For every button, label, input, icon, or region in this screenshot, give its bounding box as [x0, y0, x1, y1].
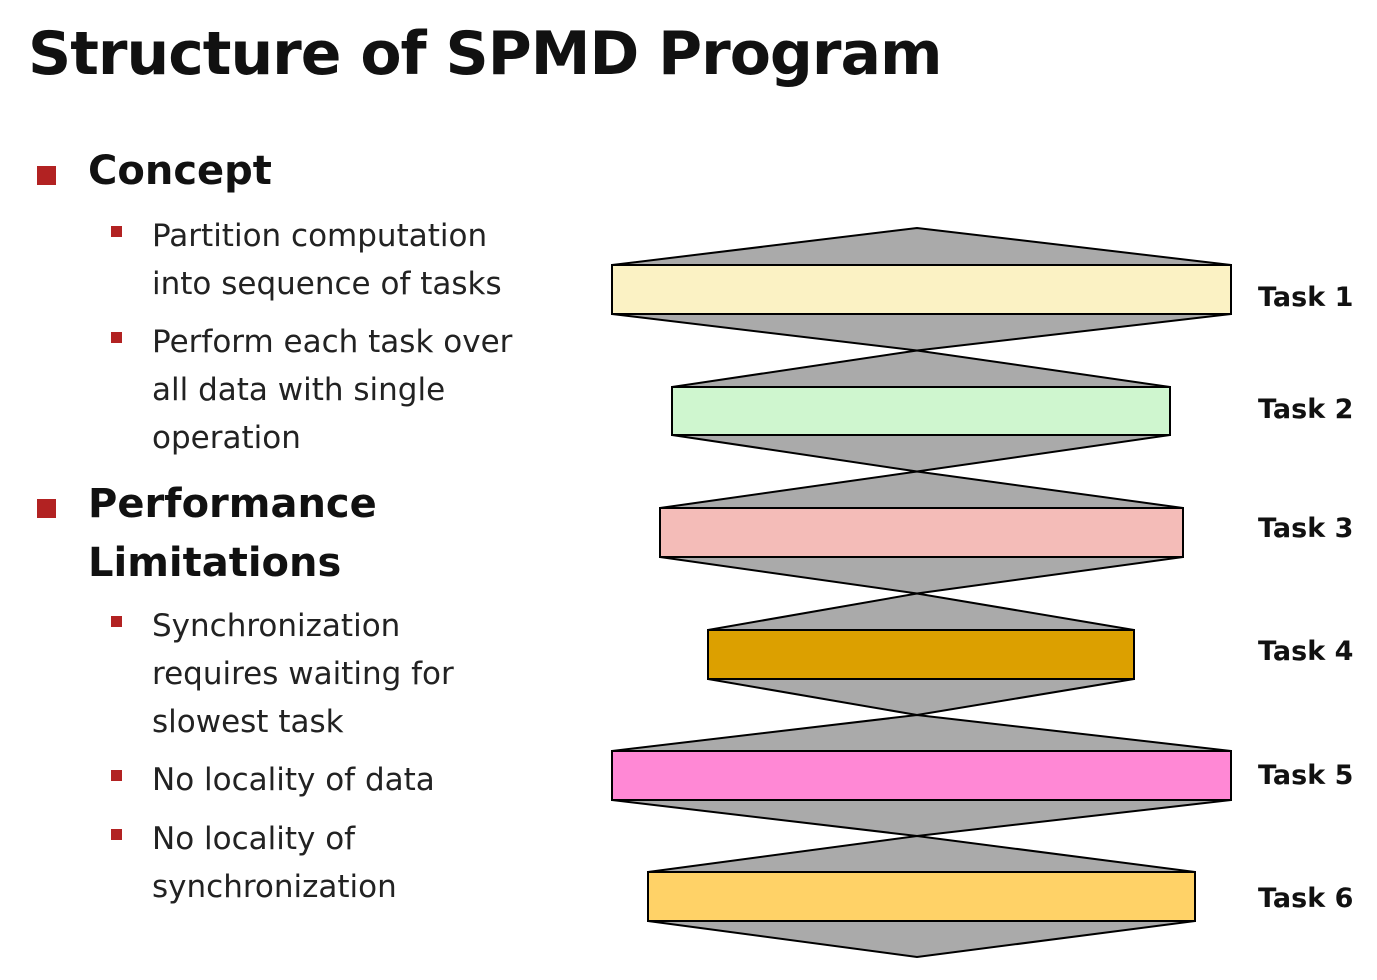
bullet-square-icon	[37, 166, 56, 185]
bullet-square-icon	[111, 226, 122, 237]
task-labels: Task 1 Task 2 Task 3 Task 4 Task 5 Task 6	[1258, 282, 1353, 914]
heading-performance-limitations: Performance Limitations	[88, 481, 377, 586]
task-bar-2	[671, 386, 1171, 436]
fork-connector-3	[659, 470, 1184, 509]
task-label-4: Task 4	[1258, 636, 1353, 667]
bullet-square-icon	[111, 332, 122, 343]
sync-connectors	[611, 226, 1232, 959]
bullet-square-icon	[111, 616, 122, 627]
concept-point-2: Perform each task over all data with sin…	[152, 324, 513, 456]
fork-connector-4	[707, 592, 1135, 631]
task-label-1: Task 1	[1258, 282, 1353, 313]
task-bar-5	[611, 750, 1232, 801]
task-bar-3	[659, 507, 1184, 558]
task-bars	[611, 264, 1232, 922]
join-connector-2	[671, 434, 1171, 473]
join-connector-4	[707, 678, 1135, 717]
join-connector-5	[611, 799, 1232, 838]
fork-connector-6	[647, 834, 1196, 873]
task-label-3: Task 3	[1258, 513, 1353, 544]
bullet-square-icon	[111, 829, 122, 840]
task-bar-4	[707, 629, 1135, 680]
task-label-2: Task 2	[1258, 394, 1353, 425]
fork-connector-top	[611, 226, 1232, 266]
performance-point-3: No locality of synchronization	[152, 821, 397, 905]
task-bar-1	[611, 264, 1232, 315]
task-bar-6	[647, 871, 1196, 922]
page-title: Structure of SPMD Program	[28, 19, 942, 89]
heading-concept: Concept	[88, 148, 272, 194]
task-label-5: Task 5	[1258, 760, 1353, 791]
fork-connector-5	[611, 713, 1232, 752]
join-connector-3	[659, 556, 1184, 595]
bullet-square-icon	[111, 770, 122, 781]
fork-connector-2	[671, 349, 1171, 388]
performance-point-2: No locality of data	[152, 762, 435, 798]
bullet-square-icon	[37, 499, 56, 518]
performance-point-1: Synchronization requires waiting for slo…	[152, 608, 454, 740]
task-label-6: Task 6	[1258, 883, 1353, 914]
concept-point-1: Partition computation into sequence of t…	[152, 218, 502, 302]
join-connector-1	[611, 313, 1232, 352]
join-connector-bottom	[647, 920, 1196, 959]
